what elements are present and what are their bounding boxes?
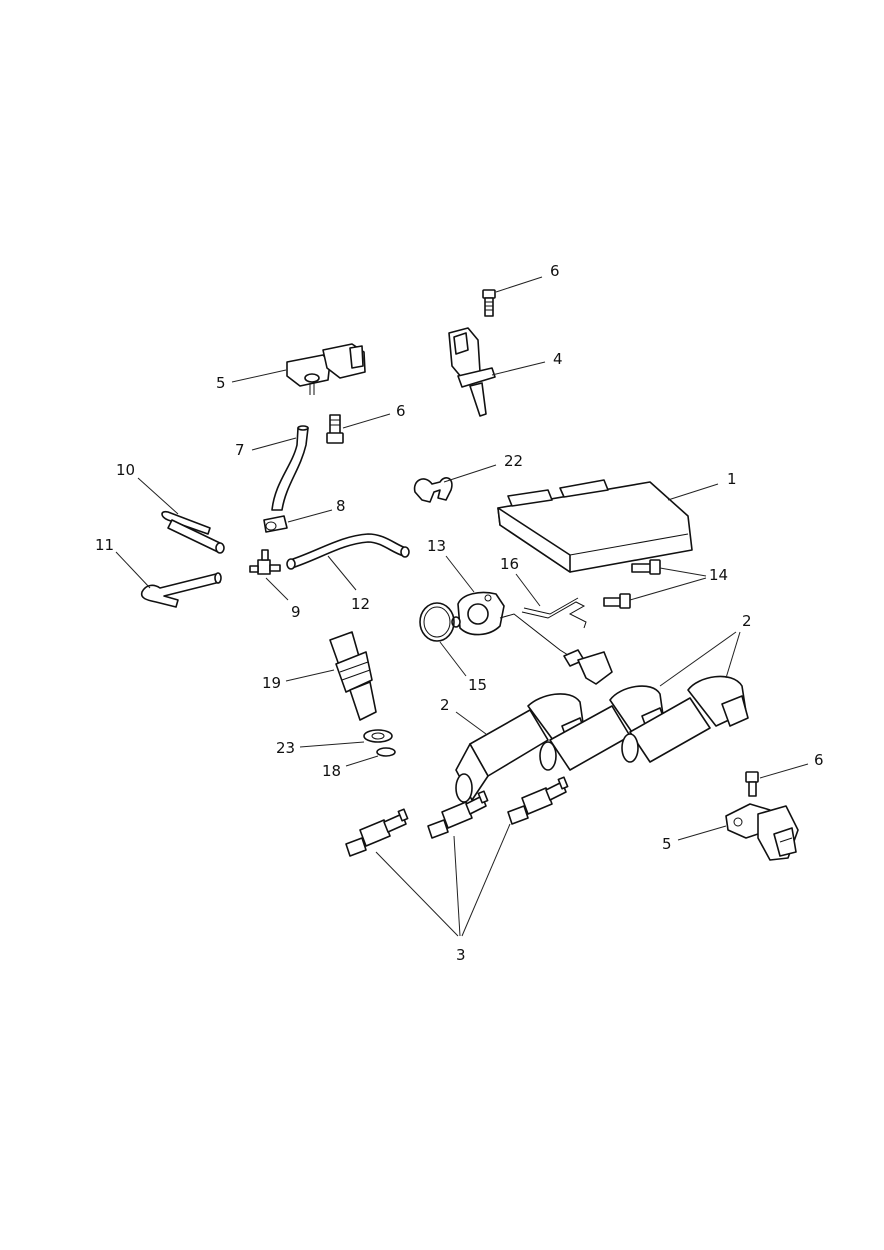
clip-22 [413, 477, 453, 503]
screw-6-mid [326, 414, 344, 444]
label-19: 19 [262, 674, 281, 692]
temp-sensor-19 [329, 631, 377, 721]
ecm-1 [497, 479, 693, 573]
washer-18 [376, 747, 396, 757]
screws-14 [603, 559, 661, 609]
map-sensor-5-top [286, 343, 366, 395]
label-18: 18 [322, 762, 341, 780]
label-1: 1 [727, 470, 737, 488]
sensor-4 [448, 327, 496, 417]
label-23: 23 [276, 739, 295, 757]
sensor-13 [451, 591, 505, 636]
label-22: 22 [504, 452, 523, 470]
label-7: 7 [235, 441, 245, 459]
label-12: 12 [351, 595, 370, 613]
screw-6-bottom [745, 771, 759, 797]
label-5-top: 5 [216, 374, 226, 392]
hose-12 [286, 533, 410, 570]
label-2-right: 2 [742, 612, 752, 630]
ignition-coils-2 [455, 675, 749, 803]
label-6-bottom: 6 [814, 751, 824, 769]
label-11: 11 [95, 536, 114, 554]
spark-plugs-3 [345, 776, 569, 857]
washer-23 [363, 729, 393, 743]
label-3: 3 [456, 946, 466, 964]
label-6-mid: 6 [396, 402, 406, 420]
hose-7 [271, 425, 309, 511]
label-5-bottom: 5 [662, 835, 672, 853]
screw-6-top [482, 289, 496, 317]
hose-10 [161, 510, 225, 554]
map-sensor-5-bottom [725, 803, 799, 861]
hose-11 [140, 572, 222, 608]
label-14: 14 [709, 566, 728, 584]
label-6-top: 6 [550, 262, 560, 280]
label-15: 15 [468, 676, 487, 694]
clip-8 [263, 515, 288, 533]
label-10: 10 [116, 461, 135, 479]
label-8: 8 [336, 497, 346, 515]
t-piece-9 [249, 549, 281, 575]
label-2-left: 2 [440, 696, 450, 714]
label-4: 4 [553, 350, 563, 368]
bracket-16 [499, 597, 613, 685]
label-13: 13 [427, 537, 446, 555]
label-16: 16 [500, 555, 519, 573]
o-ring-15 [419, 602, 455, 642]
label-9: 9 [291, 603, 301, 621]
